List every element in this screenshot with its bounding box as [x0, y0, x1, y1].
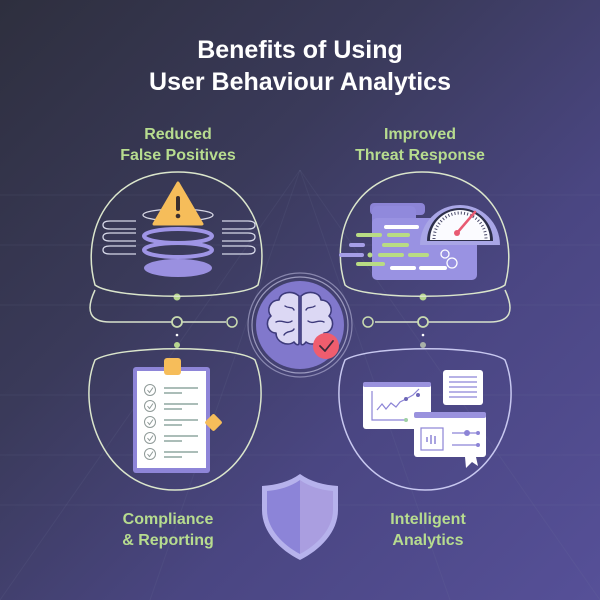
clipboard-checklist-icon — [133, 358, 222, 473]
label-reduced-false-positives: Reduced False Positives — [88, 124, 268, 166]
label-line: Analytics — [392, 532, 464, 549]
label-line: False Positives — [120, 147, 236, 164]
blob-outline-top-right — [339, 171, 510, 297]
analytics-windows-icon — [363, 370, 486, 468]
label-improved-threat-response: Improved Threat Response — [330, 124, 510, 166]
brain-check-icon — [247, 272, 353, 378]
speedometer-dashboard-icon — [339, 203, 500, 280]
label-line: Intelligent — [390, 511, 466, 528]
title-line-1: Benefits of Using — [197, 36, 403, 64]
label-line: Reduced — [144, 126, 212, 143]
page-title: Benefits of Using User Behaviour Analyti… — [0, 34, 600, 98]
blob-outline-bottom-right — [338, 348, 512, 491]
connector-lines — [89, 289, 511, 323]
label-line: Threat Response — [355, 147, 485, 164]
label-compliance-reporting: Compliance & Reporting — [78, 509, 258, 551]
blob-outline-bottom-left — [88, 348, 262, 491]
connector-nodes — [171, 293, 429, 348]
label-line: & Reporting — [122, 532, 214, 549]
label-intelligent-analytics: Intelligent Analytics — [338, 509, 518, 551]
label-line: Compliance — [122, 511, 214, 528]
shield-icon — [262, 474, 338, 560]
blob-outline-top-left — [90, 171, 263, 297]
title-line-2: User Behaviour Analytics — [149, 68, 451, 96]
label-line: Improved — [383, 126, 456, 143]
warning-stack-icon — [102, 181, 256, 277]
